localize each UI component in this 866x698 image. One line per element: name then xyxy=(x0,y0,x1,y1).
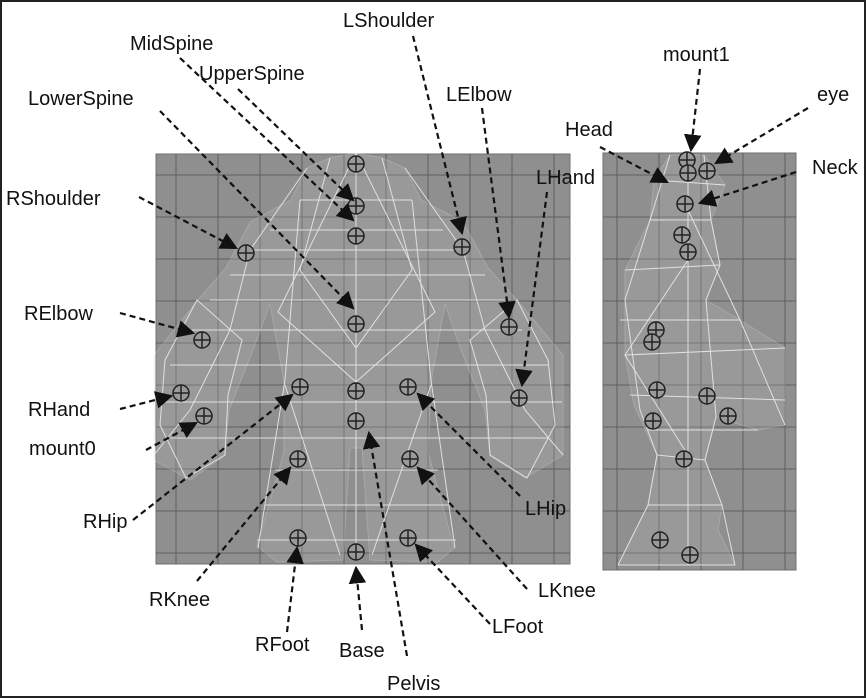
neck-label: Neck xyxy=(812,157,859,179)
pelvis-upper-joint-icon xyxy=(348,383,364,399)
base-joint-icon xyxy=(348,544,364,560)
lhip-label: LHip xyxy=(525,498,566,520)
rknee-label: RKnee xyxy=(149,589,210,611)
side-shin-joint-icon xyxy=(676,451,692,467)
relbow-label: RElbow xyxy=(24,303,93,325)
mount1-label: mount1 xyxy=(663,44,730,66)
head-label: Head xyxy=(565,119,613,141)
side-upper-spine-joint-icon xyxy=(674,227,690,243)
lknee-joint-icon xyxy=(402,451,418,467)
front-view-panel xyxy=(154,153,570,564)
upper-neck-joint-icon xyxy=(348,156,364,172)
neck-joint-icon xyxy=(677,196,693,212)
side-knee-joint-icon xyxy=(645,413,661,429)
pelvis-joint-icon xyxy=(348,413,364,429)
rhand-label: RHand xyxy=(28,399,90,421)
side-shoulder-joint-icon xyxy=(680,244,696,260)
lowerspine-label: LowerSpine xyxy=(28,88,134,110)
pelvis-label: Pelvis xyxy=(387,673,440,695)
side-view-panel xyxy=(603,153,796,570)
side-mount-joint-icon xyxy=(720,408,736,424)
lshoulder-joint-icon xyxy=(454,239,470,255)
lfoot-label: LFoot xyxy=(492,616,544,638)
lfoot-joint-icon xyxy=(400,530,416,546)
rhip-joint-icon xyxy=(292,379,308,395)
lknee-label: LKnee xyxy=(538,580,596,602)
side-foot-joint-icon xyxy=(652,532,668,548)
rhip-label: RHip xyxy=(83,511,127,533)
eye-joint-icon xyxy=(699,163,715,179)
rshoulder-joint-icon xyxy=(238,245,254,261)
head-joint-icon xyxy=(680,165,696,181)
eye-label: eye xyxy=(817,84,849,106)
lhand-label: LHand xyxy=(536,167,595,189)
rshoulder-label: RShoulder xyxy=(6,188,101,210)
rfoot-joint-icon xyxy=(290,530,306,546)
lelbow-joint-icon xyxy=(501,319,517,335)
side-hand-joint-icon xyxy=(699,388,715,404)
side-base-joint-icon xyxy=(682,547,698,563)
rhand-joint-icon xyxy=(173,385,189,401)
lowerspine-joint-icon xyxy=(348,316,364,332)
lhip-joint-icon xyxy=(400,379,416,395)
rknee-joint-icon xyxy=(290,451,306,467)
rfoot-label: RFoot xyxy=(255,634,310,656)
upperspine-label: UpperSpine xyxy=(199,63,305,85)
lhand-joint-icon xyxy=(511,390,527,406)
relbow-joint-icon xyxy=(194,332,210,348)
midspine-label: MidSpine xyxy=(130,33,213,55)
side-pelvis-joint-icon xyxy=(649,382,665,398)
side-lower-joint-icon xyxy=(644,334,660,350)
mount0-joint-icon xyxy=(196,408,212,424)
midspine-joint-icon xyxy=(348,228,364,244)
mount0-label: mount0 xyxy=(29,438,96,460)
lelbow-label: LElbow xyxy=(446,84,512,106)
base-label: Base xyxy=(339,640,385,662)
upperspine-joint-icon xyxy=(348,198,364,214)
lshoulder-label: LShoulder xyxy=(343,10,435,32)
